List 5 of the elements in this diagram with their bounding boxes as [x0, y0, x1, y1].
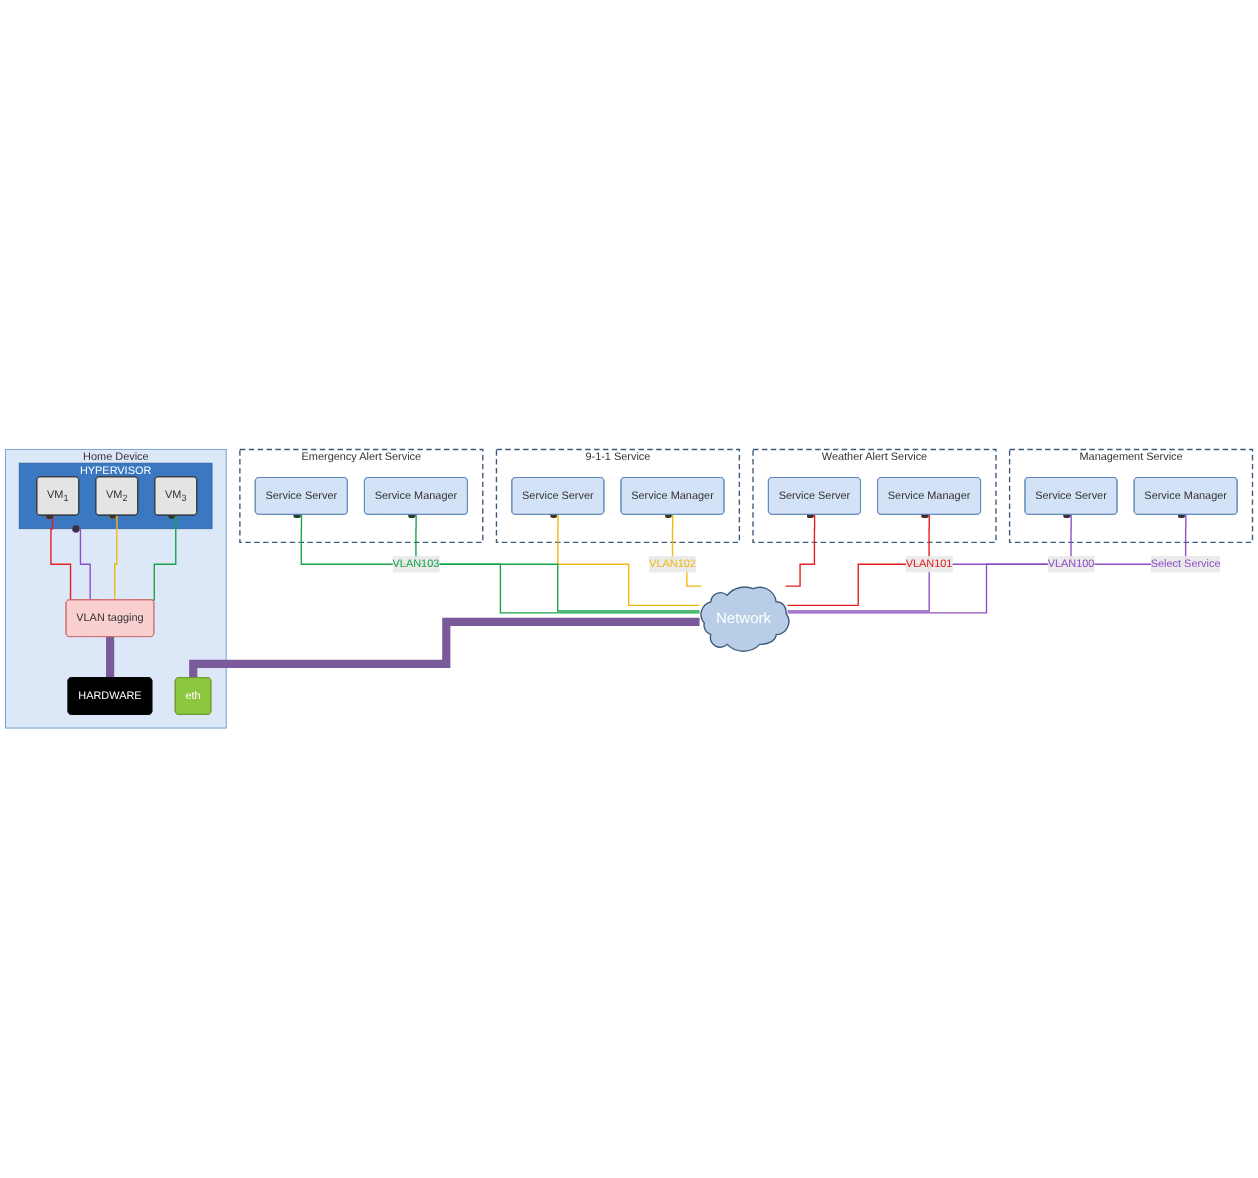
- connector: [786, 510, 1073, 612]
- connector: [108, 511, 118, 601]
- connector: [786, 510, 1187, 614]
- connector: [786, 510, 931, 607]
- connector: [785, 510, 816, 587]
